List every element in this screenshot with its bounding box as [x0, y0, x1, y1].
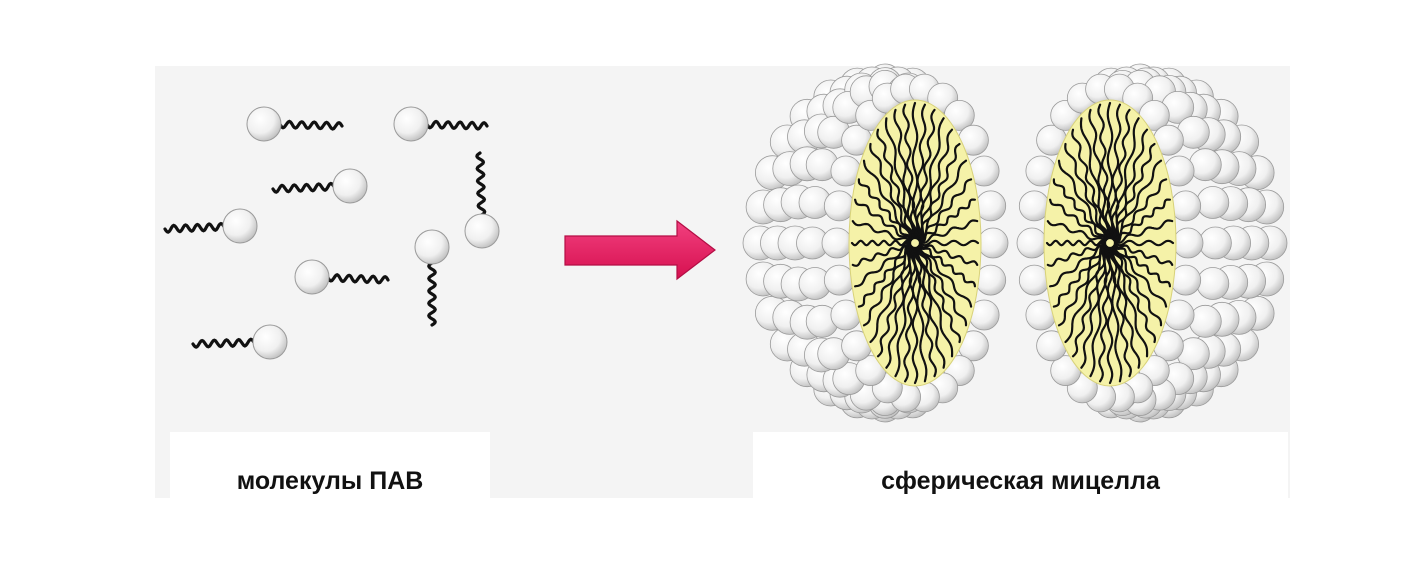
hydrocarbon-tail: [876, 128, 914, 241]
hydrocarbon-tail: [1071, 245, 1109, 358]
surfactant-molecule-icon: [464, 151, 500, 249]
hydrocarbon-tail: [885, 246, 914, 369]
head-sphere: [1172, 227, 1204, 259]
hydrocarbon-tail: [916, 128, 954, 241]
hydrocarbon-tail: [918, 239, 980, 247]
head-sphere: [1199, 226, 1232, 260]
hydrocarbon-tail: [915, 246, 946, 369]
surfactant-molecule-icon: [163, 208, 258, 244]
head-sphere: [821, 227, 853, 259]
micelle-right-half: [1016, 63, 1288, 423]
hydrocarbon-tail: [1112, 142, 1156, 241]
hydrocarbon-tail: [1110, 108, 1131, 240]
hydrocarbon-tail: [917, 244, 968, 327]
hydrocarbon-tail: [862, 244, 913, 327]
hydrocarbon-tail: [1049, 198, 1107, 243]
hydrocarbon-tail: [850, 239, 912, 247]
hydrocarbon-tail: [854, 198, 912, 243]
hydrocarbon-tail: [1113, 244, 1168, 308]
surfactant-molecules-group: [163, 106, 500, 360]
hydrocarbon-tail: [1049, 243, 1107, 288]
hydrocarbon-tail: [914, 103, 927, 240]
surfactant-molecule-icon: [294, 259, 390, 295]
hydrocarbon-tail: [1106, 246, 1114, 385]
hydrocarbon-tail: [1109, 103, 1122, 240]
hydrocarbon-tail: [1052, 244, 1107, 308]
caption-micelle: сферическая мицелла: [753, 432, 1288, 530]
hydrocarbon-tail: [1112, 245, 1156, 344]
hydrocarbon-tail: [1057, 244, 1108, 327]
head-sphere: [1196, 267, 1230, 300]
hydrocarbon-tail: [862, 159, 913, 242]
hydrocarbon-tail: [1109, 246, 1132, 378]
surfactant-molecule-icon: [271, 168, 368, 204]
surfactant-molecule-icon: [246, 106, 344, 142]
hydrocarbon-tail: [1064, 142, 1108, 241]
hydrocarbon-tail: [876, 245, 914, 358]
hydrocarbon-tail: [911, 246, 919, 385]
head-sphere: [1016, 227, 1048, 259]
hydrocarbon-tail: [1111, 128, 1149, 241]
hydrocarbon-tail: [1071, 128, 1109, 241]
head-sphere: [1188, 304, 1222, 338]
hydrocarbon-tail: [1113, 242, 1174, 266]
hydrocarbon-tail: [917, 159, 968, 242]
hydrocarbon-tail: [918, 244, 973, 308]
hydrocarbon-tail: [918, 219, 979, 244]
hydrocarbon-tail: [917, 142, 961, 241]
hydrocarbon-tail: [1088, 108, 1111, 240]
hydrocarbon-tail: [1112, 244, 1163, 327]
head-sphere: [1196, 186, 1230, 219]
hydrocarbon-tail: [1098, 246, 1112, 383]
hydrocarbon-tail: [1113, 198, 1171, 243]
hydrocarbon-tail: [1057, 159, 1108, 242]
hydrocarbon-tail: [1112, 159, 1163, 242]
hydrocarbon-tail: [893, 108, 916, 240]
hydrocarbon-tail: [854, 243, 912, 288]
hydrocarbon-tail: [918, 242, 979, 266]
hydrocarbon-tail: [869, 142, 913, 241]
hydrocarbon-tail: [902, 103, 918, 240]
hydrocarbon-tail: [857, 244, 912, 308]
hydrocarbon-tail: [1080, 246, 1109, 369]
hydrocarbon-tail: [1046, 241, 1107, 267]
hydrocarbon-tail: [918, 178, 973, 242]
micelle-left-half: [742, 63, 1009, 423]
hydrocarbon-tail: [1110, 246, 1141, 369]
hydrocarbon-tail: [1046, 220, 1107, 244]
surfactant-molecule-icon: [414, 229, 450, 327]
hydrocarbon-tail: [1113, 178, 1168, 242]
hydrocarbon-tail: [1113, 243, 1171, 288]
hydrocarbon-tail: [918, 243, 976, 288]
hydrocarbon-tail: [914, 246, 937, 378]
hydrocarbon-tail: [1045, 239, 1107, 247]
head-sphere: [977, 227, 1009, 259]
hydrocarbon-tail: [918, 198, 976, 243]
hydrocarbon-tail: [851, 220, 912, 244]
surfactant-molecule-icon: [191, 324, 288, 360]
hydrocarbon-tail: [857, 178, 912, 242]
surfactant-molecule-icon: [393, 106, 489, 142]
hydrocarbon-tail: [1113, 239, 1175, 247]
hydrocarbon-tail: [1113, 219, 1174, 244]
hydrocarbon-tail: [917, 245, 961, 344]
hydrocarbon-tail: [903, 246, 917, 383]
right-arrow-icon: [564, 219, 716, 281]
hydrocarbon-tail: [1097, 103, 1113, 240]
hydrocarbon-tail: [851, 241, 912, 267]
hydrocarbon-tail: [915, 108, 936, 240]
caption-molecules: молекулы ПАВ: [170, 432, 490, 530]
head-sphere: [1188, 148, 1222, 182]
hydrocarbon-tail: [1052, 178, 1107, 242]
